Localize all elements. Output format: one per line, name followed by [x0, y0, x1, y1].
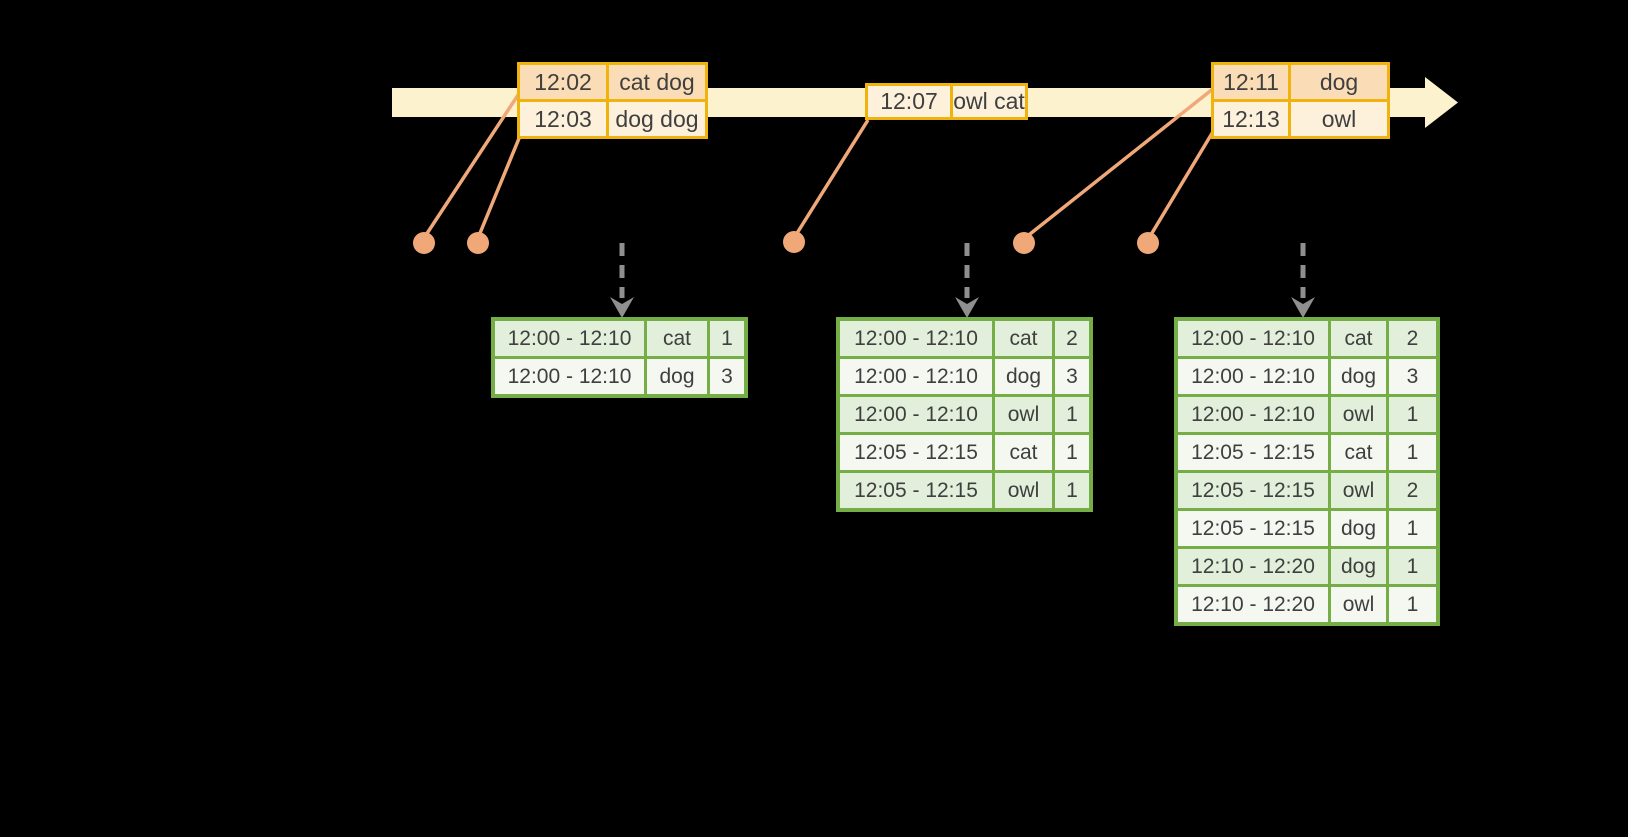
count-cell: 3 [1055, 359, 1089, 394]
word-cell: dog [1331, 511, 1386, 546]
word-cell: cat [1331, 321, 1386, 356]
count-cell: 3 [710, 359, 744, 394]
word-cell: dog [1331, 549, 1386, 584]
event-time-cell: 12:02 [520, 65, 606, 99]
count-cell: 2 [1055, 321, 1089, 356]
window-cell: 12:00 - 12:10 [495, 359, 644, 394]
connector-line [1147, 129, 1216, 239]
event-time-cell: 12:11 [1214, 65, 1288, 99]
count-cell: 1 [1055, 397, 1089, 432]
emit-arrow-icon [1291, 243, 1315, 318]
event-words-cell: cat dog [609, 65, 705, 99]
window-cell: 12:05 - 12:15 [1178, 435, 1328, 470]
count-cell: 3 [1389, 359, 1436, 394]
word-cell: dog [1331, 359, 1386, 394]
count-cell: 1 [1055, 435, 1089, 470]
connector-line [422, 91, 522, 239]
word-cell: cat [647, 321, 707, 356]
word-cell: owl [1331, 397, 1386, 432]
count-cell: 1 [1389, 397, 1436, 432]
connector-line [476, 135, 522, 239]
window-cell: 12:00 - 12:10 [1178, 321, 1328, 356]
window-cell: 12:10 - 12:20 [1178, 549, 1328, 584]
window-cell: 12:00 - 12:10 [495, 321, 644, 356]
word-cell: cat [1331, 435, 1386, 470]
event-words-cell: owl cat [953, 86, 1025, 117]
count-cell: 1 [1389, 511, 1436, 546]
emit-arrow-icon [610, 243, 634, 318]
count-cell: 1 [1389, 549, 1436, 584]
event-time-cell: 12:07 [868, 86, 950, 117]
event-words-cell: dog dog [609, 102, 705, 136]
word-cell: dog [995, 359, 1052, 394]
count-cell: 2 [1389, 473, 1436, 508]
count-cell: 1 [1389, 435, 1436, 470]
word-cell: cat [995, 321, 1052, 356]
window-cell: 12:00 - 12:10 [1178, 359, 1328, 394]
word-cell: owl [1331, 473, 1386, 508]
word-cell: owl [995, 397, 1052, 432]
window-cell: 12:05 - 12:15 [1178, 511, 1328, 546]
word-cell: dog [647, 359, 707, 394]
window-cell: 12:05 - 12:15 [840, 473, 992, 508]
count-cell: 1 [1055, 473, 1089, 508]
window-cell: 12:00 - 12:10 [840, 321, 992, 356]
event-words-cell: owl [1291, 102, 1387, 136]
count-cell: 1 [1389, 587, 1436, 622]
event-time-cell: 12:03 [520, 102, 606, 136]
word-cell: cat [995, 435, 1052, 470]
window-cell: 12:00 - 12:10 [1178, 397, 1328, 432]
event-dot-icon [783, 231, 805, 253]
event-words-cell: dog [1291, 65, 1387, 99]
word-cell: owl [995, 473, 1052, 508]
event-dot-icon [467, 232, 489, 254]
window-cell: 12:10 - 12:20 [1178, 587, 1328, 622]
window-cell: 12:05 - 12:15 [1178, 473, 1328, 508]
event-time-cell: 12:13 [1214, 102, 1288, 136]
event-dot-icon [1137, 232, 1159, 254]
event-dot-icon [413, 232, 435, 254]
connector-line [792, 119, 870, 239]
connector-line [1023, 86, 1216, 240]
emit-arrow-icon [955, 243, 979, 318]
timeline-arrow-icon [1425, 77, 1458, 128]
window-cell: 12:00 - 12:10 [840, 397, 992, 432]
word-cell: owl [1331, 587, 1386, 622]
count-cell: 2 [1389, 321, 1436, 356]
event-dot-icon [1013, 232, 1035, 254]
window-cell: 12:05 - 12:15 [840, 435, 992, 470]
count-cell: 1 [710, 321, 744, 356]
window-cell: 12:00 - 12:10 [840, 359, 992, 394]
